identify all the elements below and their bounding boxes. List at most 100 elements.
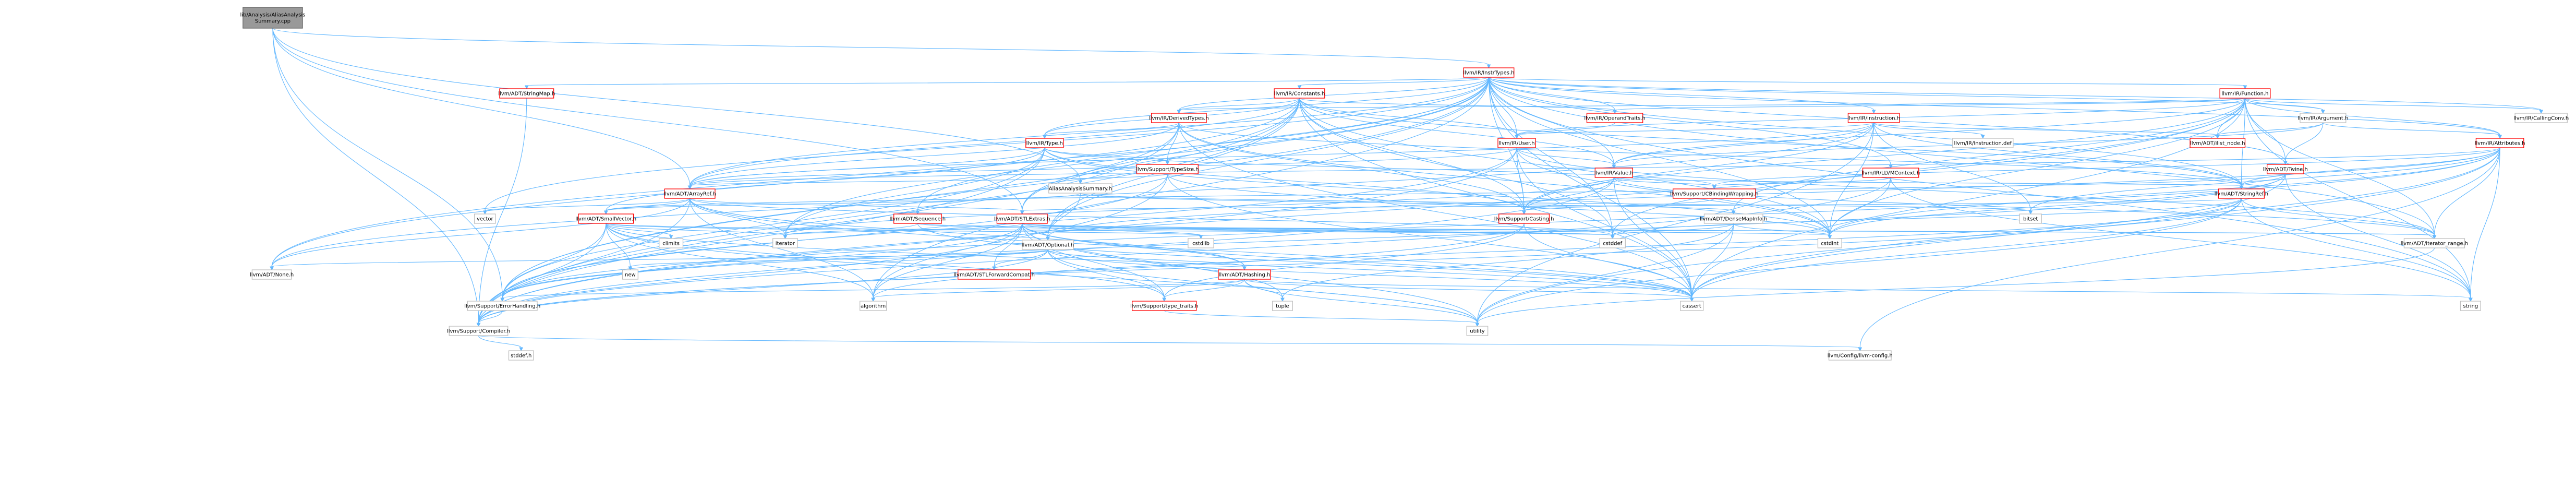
- node-cstdint[interactable]: cstdint: [1817, 238, 1842, 248]
- node-argument[interactable]: llvm/IR/Argument.h: [2297, 113, 2348, 123]
- edge-attributes-to-llvmconfig: [1858, 147, 2500, 352]
- node-operandtraits[interactable]: llvm/IR/OperandTraits.h: [1584, 113, 1646, 123]
- node-vector[interactable]: vector: [474, 213, 496, 224]
- edge-smallvector-to-climits: [606, 223, 673, 240]
- node-arrayref[interactable]: llvm/ADT/ArrayRef.h: [663, 188, 716, 199]
- node-instruction[interactable]: llvm/IR/Instruction.h: [1847, 113, 1900, 123]
- edge-line: [1488, 77, 2242, 186]
- edge-stlextras-to-stlforward: [992, 223, 1023, 271]
- node-label: llvm/IR/Type.h: [1026, 141, 1063, 147]
- edge-line: [1488, 77, 1692, 299]
- node-label: llvm/ADT/STLExtras.h: [994, 217, 1050, 222]
- node-instructiondef[interactable]: llvm/IR/Instruction.def: [1952, 138, 2014, 148]
- node-new[interactable]: new: [622, 269, 638, 280]
- edge-aasummary-to-densemapinfo: [1080, 193, 1736, 215]
- edge-line: [690, 173, 1168, 186]
- edge-line: [1613, 177, 1715, 186]
- edge-smallvector-to-cstdlib: [606, 223, 1203, 240]
- edge-line: [485, 198, 691, 211]
- edge-stringref-to-string: [2241, 198, 2473, 302]
- edge-line: [2470, 147, 2500, 299]
- node-optional[interactable]: llvm/ADT/Optional.h: [1022, 240, 1074, 250]
- node-stringmap[interactable]: llvm/ADT/StringMap.h: [498, 88, 555, 99]
- node-function[interactable]: llvm/IR/Function.h: [2219, 88, 2271, 99]
- edge-line: [2217, 122, 2324, 136]
- node-stddef[interactable]: stddef.h: [508, 350, 534, 361]
- edge-line: [2323, 122, 2500, 136]
- node-densemapinfo[interactable]: llvm/ADT/DenseMapInfo.h: [1700, 213, 1768, 224]
- node-none[interactable]: llvm/ADT/None.h: [250, 269, 294, 280]
- node-typesize[interactable]: llvm/Support/TypeSize.h: [1136, 164, 1199, 174]
- edge-line: [1477, 198, 2242, 324]
- edge-line: [606, 173, 2286, 211]
- edge-line: [1022, 198, 2242, 211]
- node-user[interactable]: llvm/IR/User.h: [1497, 138, 1536, 148]
- node-layer: lib/Analysis/AliasAnalysisSummary.cppllv…: [240, 7, 2569, 361]
- node-callingconv[interactable]: llvm/IR/CallingConv.h: [2513, 113, 2569, 123]
- node-attributes[interactable]: llvm/IR/Attributes.h: [2475, 138, 2525, 148]
- node-cstddef[interactable]: cstddef: [1599, 238, 1626, 248]
- edge-line: [502, 173, 2286, 299]
- edge-line: [272, 28, 1081, 181]
- node-constants[interactable]: llvm/IR/Constants.h: [1274, 88, 1325, 99]
- edge-typesize-to-algorithm: [871, 173, 1168, 302]
- node-derivedtypes[interactable]: llvm/IR/DerivedTypes.h: [1149, 113, 1209, 123]
- edge-smallvector-to-errorhandling: [500, 223, 607, 302]
- edge-instruction-to-user: [1515, 122, 1874, 139]
- edge-line: [994, 223, 1023, 267]
- node-iterator[interactable]: iterator: [772, 238, 798, 248]
- edge-line: [1523, 98, 2246, 211]
- node-ilistnode[interactable]: llvm/ADT/ilist_node.h: [2190, 138, 2246, 148]
- node-compiler[interactable]: llvm/Support/Compiler.h: [447, 326, 510, 336]
- node-climits[interactable]: climits: [659, 238, 684, 248]
- edge-line: [1890, 177, 2471, 299]
- edge-instrtypes-to-function: [1488, 77, 2247, 90]
- edge-line: [2285, 173, 2471, 299]
- node-string[interactable]: string: [2460, 301, 2481, 311]
- edge-line: [1164, 223, 1525, 299]
- node-stlextras[interactable]: llvm/ADT/STLExtras.h: [994, 213, 1050, 224]
- edge-line: [2285, 122, 2324, 162]
- node-label: llvm/IR/Instruction.h: [1847, 116, 1900, 122]
- edge-argument-to-attributes: [2323, 122, 2502, 139]
- node-box: [772, 238, 798, 248]
- edge-line: [606, 193, 1081, 211]
- node-utility[interactable]: utility: [1466, 326, 1489, 336]
- node-llvmcontext[interactable]: llvm/IR/LLVMContext.h: [1861, 168, 1920, 178]
- node-bitset[interactable]: bitset: [2019, 213, 2042, 224]
- node-casting[interactable]: llvm/Support/Casting.h: [1494, 213, 1554, 224]
- edge-line: [502, 98, 1300, 299]
- edge-line: [1488, 77, 2435, 236]
- node-stlforward[interactable]: llvm/ADT/STLForwardCompat.h: [953, 269, 1035, 280]
- edge-arrowhead: [1165, 161, 1170, 165]
- node-algorithm[interactable]: algorithm: [860, 301, 887, 311]
- edge-line: [1488, 77, 2500, 136]
- node-value[interactable]: llvm/IR/Value.h: [1594, 168, 1634, 178]
- edge-arrowhead: [628, 266, 633, 271]
- node-cstdlib[interactable]: cstdlib: [1188, 238, 1214, 248]
- node-aasummary[interactable]: AliasAnalysisSummary.h: [1048, 183, 1112, 194]
- node-type[interactable]: llvm/IR/Type.h: [1025, 138, 1064, 148]
- edge-line: [1299, 98, 1615, 111]
- node-errorhandling[interactable]: llvm/Support/ErrorHandling.h: [464, 301, 540, 311]
- node-cbindingwrapping[interactable]: llvm/Support/CBindingWrapping.h: [1670, 188, 1759, 199]
- node-typetraits[interactable]: llvm/Support/type_traits.h: [1130, 301, 1198, 311]
- node-iteratorrange[interactable]: llvm/ADT/iterator_range.h: [2401, 238, 2468, 248]
- node-hashing[interactable]: llvm/ADT/Hashing.h: [1218, 269, 1271, 280]
- node-llvmconfig[interactable]: llvm/Config/llvm-config.h: [1828, 350, 1893, 361]
- edge-line: [784, 223, 918, 236]
- node-twine[interactable]: llvm/ADT/Twine.h: [2263, 164, 2308, 174]
- edge-arrowhead: [1613, 110, 1617, 114]
- node-sequence[interactable]: llvm/ADT/Sequence.h: [890, 213, 946, 224]
- node-cassert[interactable]: cassert: [1680, 301, 1704, 311]
- node-smallvector[interactable]: llvm/ADT/SmallVector.h: [575, 213, 636, 224]
- node-tuple[interactable]: tuple: [1272, 301, 1293, 311]
- node-box: [467, 301, 538, 311]
- edge-arrowhead: [2239, 185, 2244, 190]
- node-box: [1680, 301, 1704, 311]
- edge-arrowhead: [500, 297, 505, 302]
- edge-line: [1523, 177, 1614, 211]
- node-stringref[interactable]: llvm/ADT/StringRef.h: [2215, 188, 2268, 199]
- node-instrtypes[interactable]: llvm/IR/InstrTypes.h: [1463, 67, 1514, 78]
- edge-arrowhead: [2243, 85, 2247, 90]
